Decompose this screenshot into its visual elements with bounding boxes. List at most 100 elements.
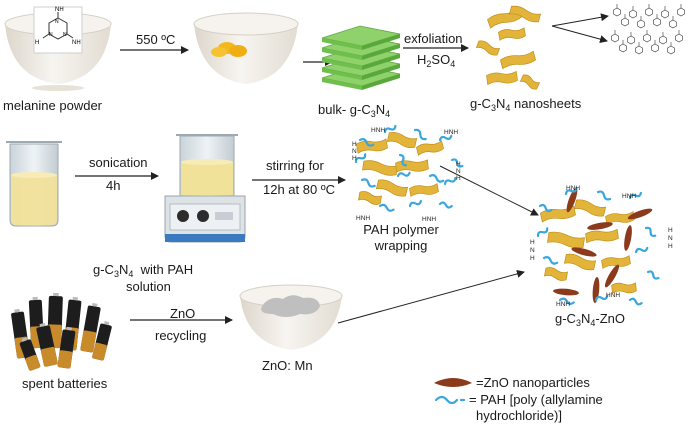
zno-nanoparticle bbox=[624, 225, 632, 251]
battery-band bbox=[40, 346, 58, 367]
battery-cap bbox=[39, 322, 46, 328]
composite-sheet bbox=[573, 199, 607, 217]
pah-label-vert: N bbox=[456, 168, 461, 175]
legend-zno-label: =ZnO nanoparticles bbox=[476, 375, 590, 390]
pah-chain bbox=[558, 297, 575, 305]
ns-sub3: 3 bbox=[490, 103, 496, 113]
label-sonication: sonication bbox=[89, 155, 148, 170]
sheet-face bbox=[416, 140, 444, 156]
arrow-wrap-to-product bbox=[439, 165, 539, 216]
heptazine-unit bbox=[621, 14, 629, 27]
bulk-layer-edge bbox=[322, 48, 362, 60]
label-product: g-C3N4-ZnO bbox=[555, 311, 625, 331]
pah-label-hnh: HNH bbox=[566, 185, 580, 192]
pah-chain bbox=[383, 124, 397, 134]
label-batteries: spent batteries bbox=[22, 376, 108, 391]
heptazine-unit bbox=[643, 30, 651, 43]
battery-icon bbox=[80, 302, 101, 353]
bulk-layer-edge bbox=[362, 34, 400, 50]
legend-pah-swatch bbox=[434, 395, 466, 405]
nanosheet bbox=[509, 5, 541, 23]
pr-suffix: -ZnO bbox=[595, 311, 625, 326]
battery-cap bbox=[104, 321, 110, 326]
gp-g: g-C bbox=[93, 262, 114, 277]
bulk-n: N bbox=[375, 102, 386, 117]
ring bbox=[637, 19, 645, 29]
battery-cap bbox=[53, 292, 59, 297]
pah-chain bbox=[443, 176, 457, 186]
battery-cap bbox=[66, 326, 73, 331]
ring bbox=[659, 35, 667, 45]
pah-chain bbox=[428, 174, 445, 183]
pah-label-hnh: HNH bbox=[444, 129, 458, 136]
label-zno: ZnO bbox=[170, 306, 196, 321]
pah-chain bbox=[596, 190, 612, 201]
heated-bowl bbox=[193, 12, 299, 84]
composite-sheet bbox=[563, 253, 597, 271]
sheet-face bbox=[395, 159, 429, 173]
pah-label-vert: H bbox=[352, 155, 357, 162]
label-bulk-gcn: bulk- g-C3N4 bbox=[318, 102, 390, 122]
label-gcn-pah: g-C3N4 with PAH bbox=[93, 262, 193, 282]
composite-sheet bbox=[605, 211, 635, 225]
acid-so: SO bbox=[431, 52, 451, 67]
nanosheet bbox=[498, 27, 526, 41]
sheet-face bbox=[563, 253, 597, 271]
wrapped-sheet bbox=[362, 160, 398, 176]
molecule-n-2: N bbox=[63, 32, 67, 38]
bulk-layer-edge bbox=[322, 78, 362, 90]
bulk-layer-edge bbox=[322, 58, 362, 70]
bulk-layer-edge bbox=[362, 74, 400, 90]
gp-sub4: 4 bbox=[128, 269, 134, 279]
label-acid: H2SO4 bbox=[417, 52, 455, 72]
label-sonication-time: 4h bbox=[106, 178, 121, 193]
heptazine-unit bbox=[653, 14, 661, 27]
heptazine-unit bbox=[627, 32, 635, 45]
pah-label-hnh: HNH bbox=[556, 301, 570, 308]
battery-cap bbox=[72, 296, 79, 301]
pah-label-vert: H bbox=[668, 227, 673, 234]
label-stirring-2: 12h at 80 ºC bbox=[263, 182, 335, 197]
wrapped-sheet bbox=[386, 131, 418, 149]
arrow-zno-to-product bbox=[337, 269, 525, 324]
bulk-prefix: bulk- g-C bbox=[318, 102, 371, 117]
sheet-face bbox=[362, 160, 398, 176]
label-solution: solution bbox=[126, 279, 171, 294]
sheet-face bbox=[611, 282, 637, 294]
sheet-face bbox=[358, 191, 382, 205]
pah-chain bbox=[542, 256, 559, 265]
battery-cap bbox=[91, 302, 98, 307]
battery-icon bbox=[19, 337, 41, 371]
ring bbox=[635, 45, 643, 55]
ring bbox=[677, 7, 685, 17]
pah-chain bbox=[594, 294, 609, 302]
legend bbox=[434, 378, 472, 405]
composite-sheet bbox=[585, 228, 619, 244]
ring bbox=[675, 33, 683, 43]
label-nanosheets: g-C3N4 nanosheets bbox=[470, 96, 581, 116]
ring bbox=[643, 33, 651, 43]
composite-sheet bbox=[611, 282, 637, 294]
sheet-face bbox=[601, 255, 631, 269]
battery-icon bbox=[92, 321, 112, 361]
bulk-layer-edge bbox=[322, 68, 362, 80]
pr-g: g-C bbox=[555, 311, 576, 326]
ring bbox=[621, 17, 629, 27]
zno-nanoparticle bbox=[587, 222, 613, 230]
heptazine-unit bbox=[651, 40, 659, 53]
ring bbox=[651, 43, 659, 53]
pr-sub3: 3 bbox=[575, 318, 581, 328]
sheet-face bbox=[409, 183, 439, 197]
pah-label-vert: H bbox=[456, 161, 461, 168]
pah-label-vert: H bbox=[530, 239, 535, 246]
label-pah-wrapping-2: wrapping bbox=[374, 238, 428, 253]
ring bbox=[661, 9, 669, 19]
ring bbox=[613, 7, 621, 17]
heptazine-unit bbox=[611, 30, 619, 43]
wrapped-sheet bbox=[375, 179, 409, 197]
pah-chain bbox=[396, 171, 411, 178]
pah-label-vert: H bbox=[352, 141, 357, 148]
label-stirring-1: stirring for bbox=[266, 158, 324, 173]
